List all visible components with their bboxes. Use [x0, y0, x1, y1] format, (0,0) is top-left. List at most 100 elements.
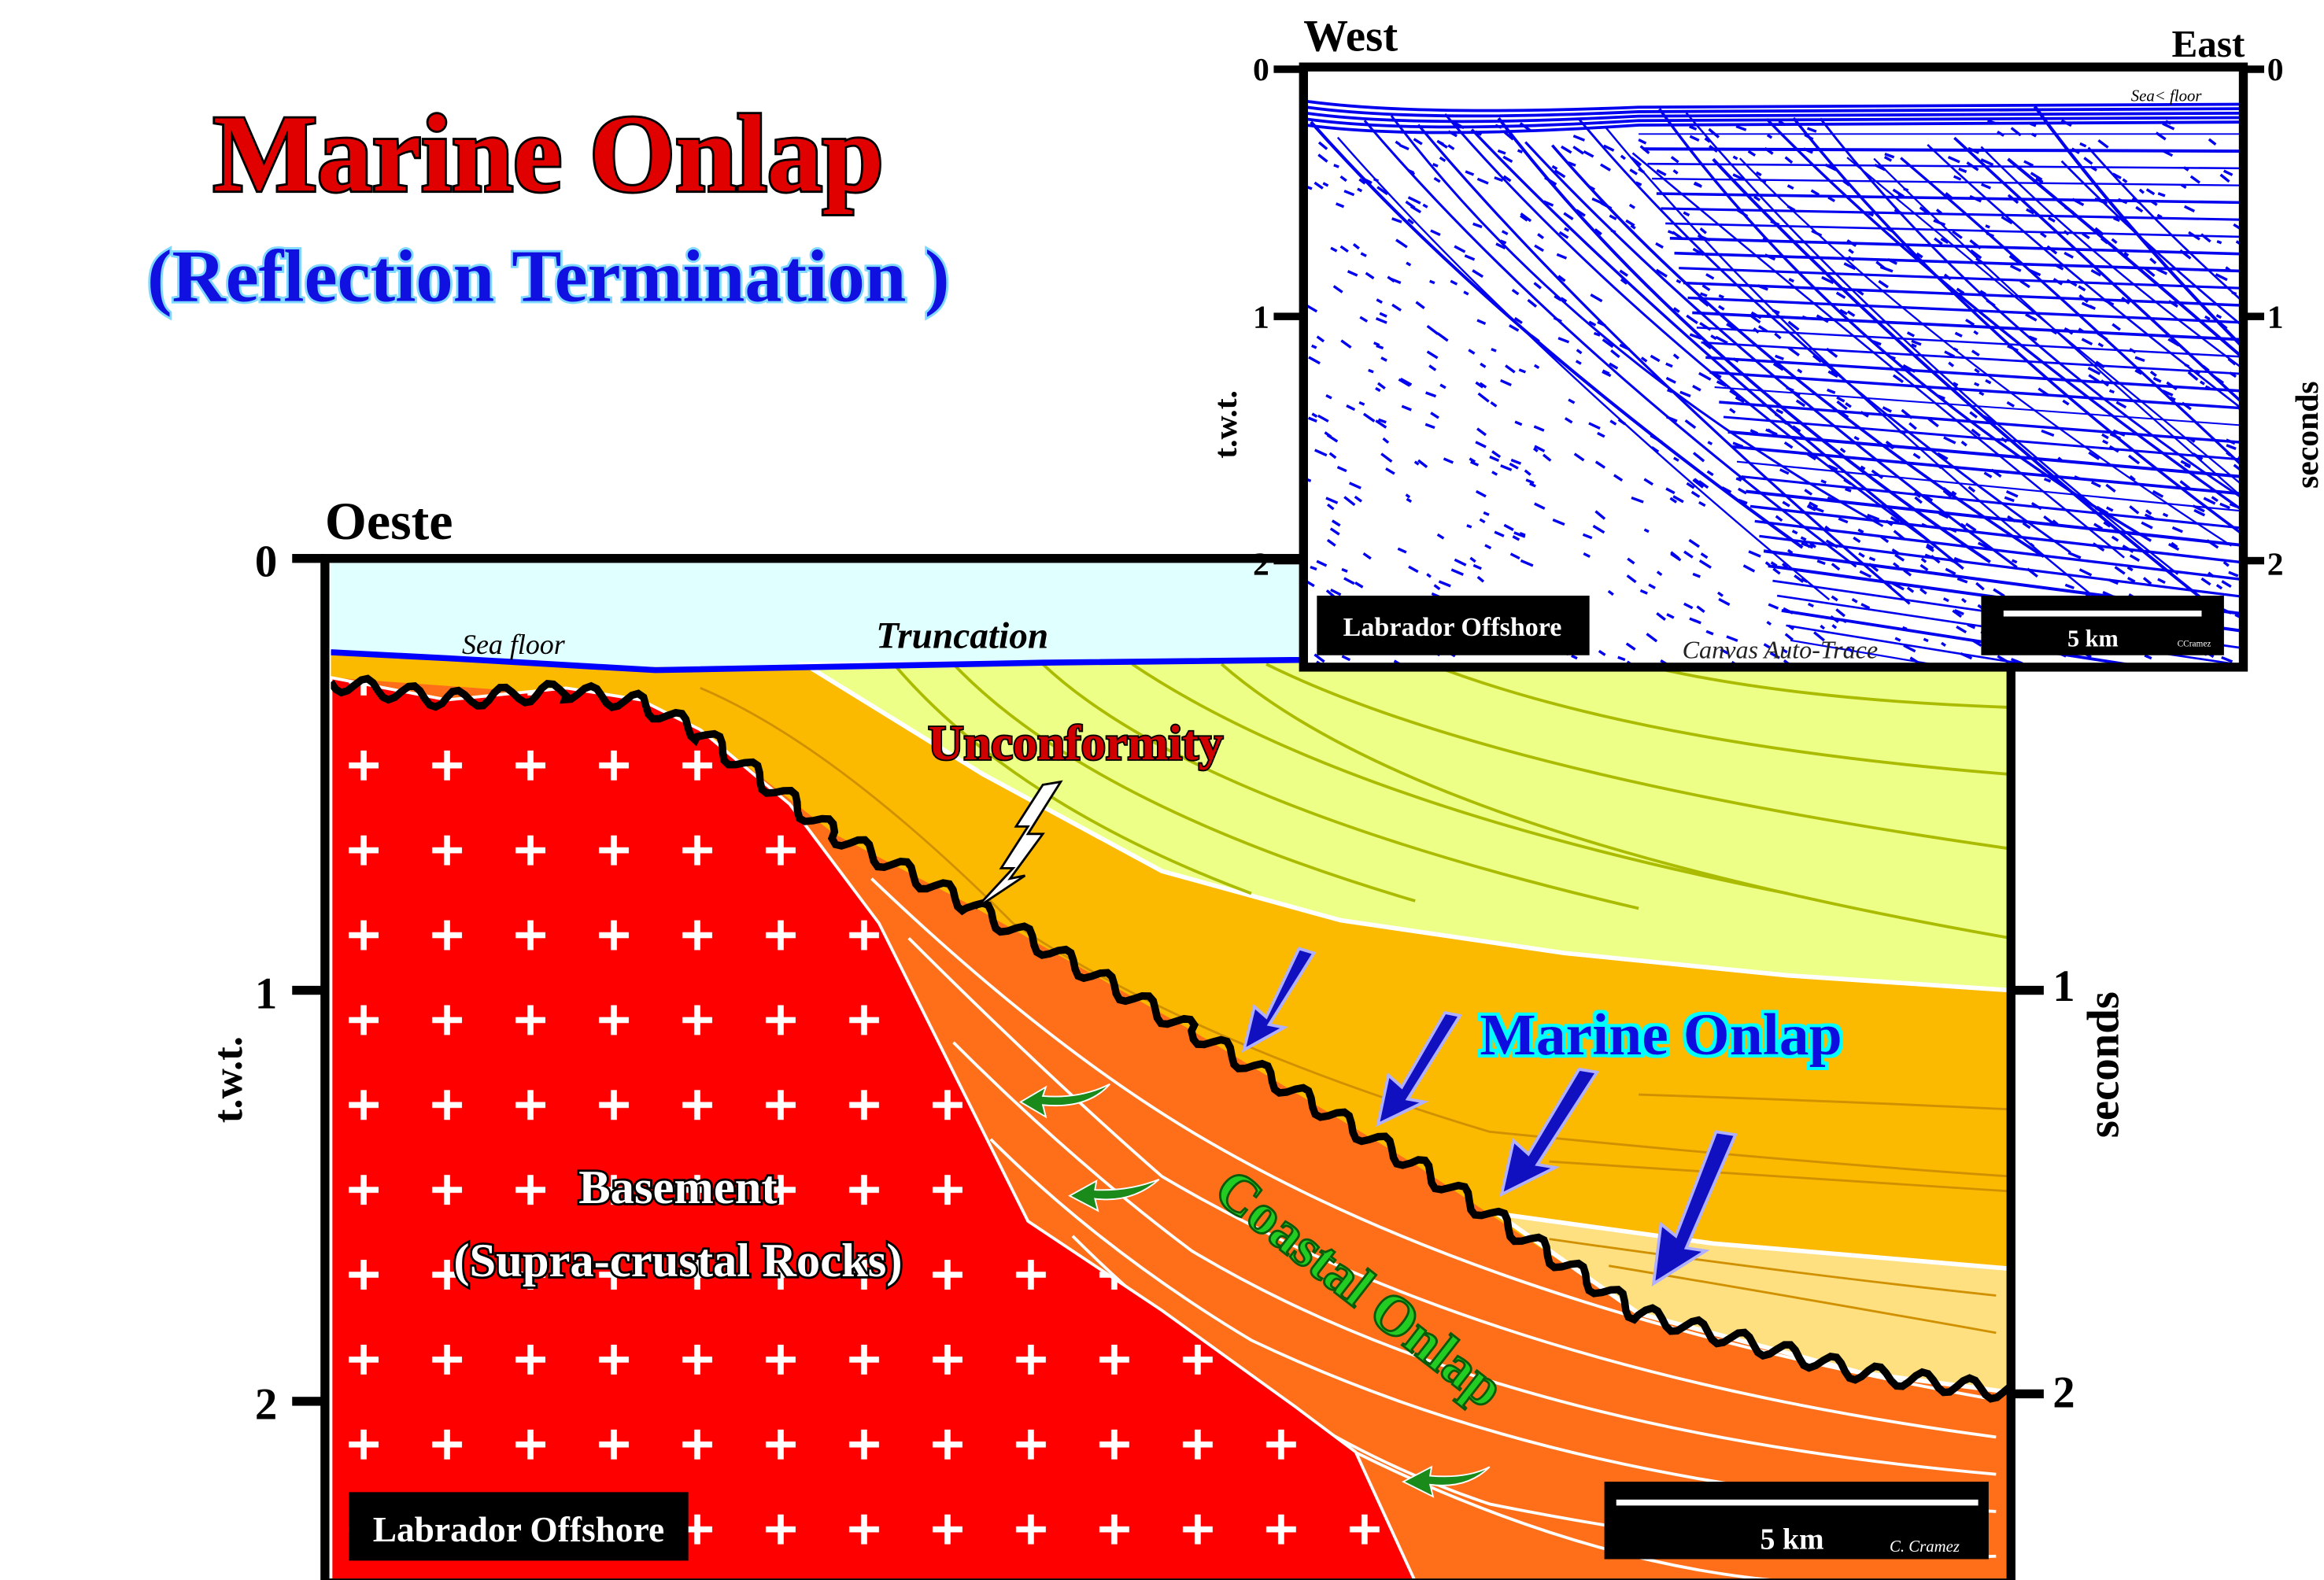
seismic-speckle [1735, 124, 1747, 131]
seismic-speckle [1943, 436, 1956, 445]
seismic-speckle [1942, 597, 1949, 603]
seismic-speckle [1573, 452, 1585, 462]
seismic-speckle [1879, 534, 1890, 544]
seismic-speckle [2078, 568, 2093, 577]
seismic-speckle [2208, 138, 2217, 146]
seismic-speckle [1721, 486, 1732, 494]
seismic-speckle [1997, 655, 2010, 664]
seismic-speckle [1670, 551, 1679, 559]
seismic-speckle [1960, 441, 1967, 447]
seismic-speckle [1886, 582, 1893, 589]
seismic-speckle [1597, 320, 1606, 327]
seismic-speckle [1436, 139, 1444, 146]
seismic-speckle [1842, 286, 1849, 293]
seismic-speckle [1499, 239, 1507, 245]
seismic-speckle [1860, 603, 1871, 610]
seismic-speckle [1698, 500, 1706, 508]
main-cross-section: Oeste [205, 491, 2129, 1580]
seismic-speckle [1359, 316, 1369, 323]
seismic-speckle [1846, 310, 1856, 317]
seismic-speckle [1975, 257, 1985, 265]
seismic-speckle [1398, 143, 1410, 151]
seismic-speckle [1757, 284, 1768, 291]
seismic-speckle [1520, 212, 1532, 223]
seismic-reflector [1578, 118, 2071, 554]
seismic-speckle [2022, 522, 2031, 530]
seismic-speckle [1582, 533, 1593, 540]
seismic-speckle [1775, 354, 1784, 360]
seismic-speckle [1699, 322, 1712, 331]
seismic-speckle [1894, 553, 1905, 562]
seismic-speckle [1368, 368, 1374, 374]
seismic-speckle [1556, 253, 1568, 260]
seismic-speckle [1846, 646, 1854, 653]
seismic-speckle [1322, 182, 1329, 187]
seismic-speckle [1738, 487, 1747, 495]
seismic-speckle [1630, 157, 1642, 167]
seismic-speckle [1373, 177, 1380, 183]
seismic-speckle [1479, 518, 1486, 524]
seismic-speckle [2027, 567, 2038, 578]
seismic-speckle [1856, 289, 1864, 296]
inset-frame [1299, 62, 2248, 672]
seismic-speckle [1544, 176, 1557, 186]
seismic-reflector [1712, 157, 2206, 603]
seismic-speckle [2229, 502, 2238, 508]
seismic-speckle [1948, 361, 1955, 367]
seismic-speckle [1698, 297, 1709, 307]
seismic-speckle [1732, 173, 1745, 181]
seismic-speckle [1329, 527, 1340, 536]
seismic-speckle [2111, 238, 2118, 245]
seismic-speckle [1490, 401, 1498, 408]
seismic-speckle [1830, 615, 1839, 623]
inset-west-label: West [1303, 11, 1398, 61]
seismic-speckle [1732, 155, 1738, 161]
seismic-speckle [1831, 595, 1838, 602]
seismic-speckle [1720, 648, 1729, 655]
seismic-speckle [2122, 178, 2128, 183]
seismic-speckle [2231, 290, 2237, 296]
seismic-speckle [1786, 386, 1794, 393]
seismic-speckle [1718, 293, 1724, 299]
seismic-speckle [2199, 380, 2205, 386]
seismic-speckle [2129, 554, 2141, 562]
seismic-speckle [1813, 631, 1825, 642]
seismic-speckle [2181, 401, 2192, 411]
seismic-speckle [2007, 515, 2016, 522]
seismic-speckle [1635, 181, 1642, 186]
seismic-speckle [1837, 409, 1849, 419]
seismic-speckle [1806, 504, 1816, 511]
location-label: Labrador Offshore [373, 1510, 664, 1549]
seismic-speckle [2052, 519, 2059, 526]
arrow-down-icon [1651, 1130, 1738, 1287]
tick-label: 1 [2267, 299, 2284, 335]
seismic-speckle [1927, 417, 1939, 428]
seismic-speckle [1803, 147, 1813, 154]
seismic-speckle [2102, 439, 2109, 445]
seismic-speckle [1699, 227, 1707, 234]
seismic-reflector [1705, 356, 2241, 393]
seismic-speckle [1447, 130, 1458, 138]
seismic-speckle [1993, 588, 2005, 597]
seismic-speckle [2143, 266, 2156, 277]
inset-sea-floor-label: Sea< floor [2131, 87, 2203, 105]
seismic-speckle [1700, 292, 1708, 297]
seismic-speckle [1655, 268, 1668, 278]
seismic-speckle [1909, 656, 1920, 665]
seismic-speckle [1397, 547, 1407, 554]
seismic-speckle [2083, 157, 2093, 165]
seismic-speckle [1851, 598, 1858, 604]
seismic-speckle [2234, 613, 2241, 622]
seismic-speckle [1842, 179, 1850, 186]
seismic-speckle [1639, 145, 1650, 154]
seismic-speckle [2128, 454, 2141, 465]
seismic-speckle [1325, 497, 1339, 504]
seismic-speckle [2064, 327, 2074, 334]
seismic-speckle [1358, 178, 1366, 185]
seismic-speckle [1324, 431, 1332, 438]
seismic-speckle [1557, 337, 1570, 344]
seismic-speckle [1512, 535, 1520, 541]
seismic-speckle [1354, 581, 1364, 589]
seismic-speckle [1768, 603, 1779, 610]
seismic-speckle [2121, 296, 2130, 305]
